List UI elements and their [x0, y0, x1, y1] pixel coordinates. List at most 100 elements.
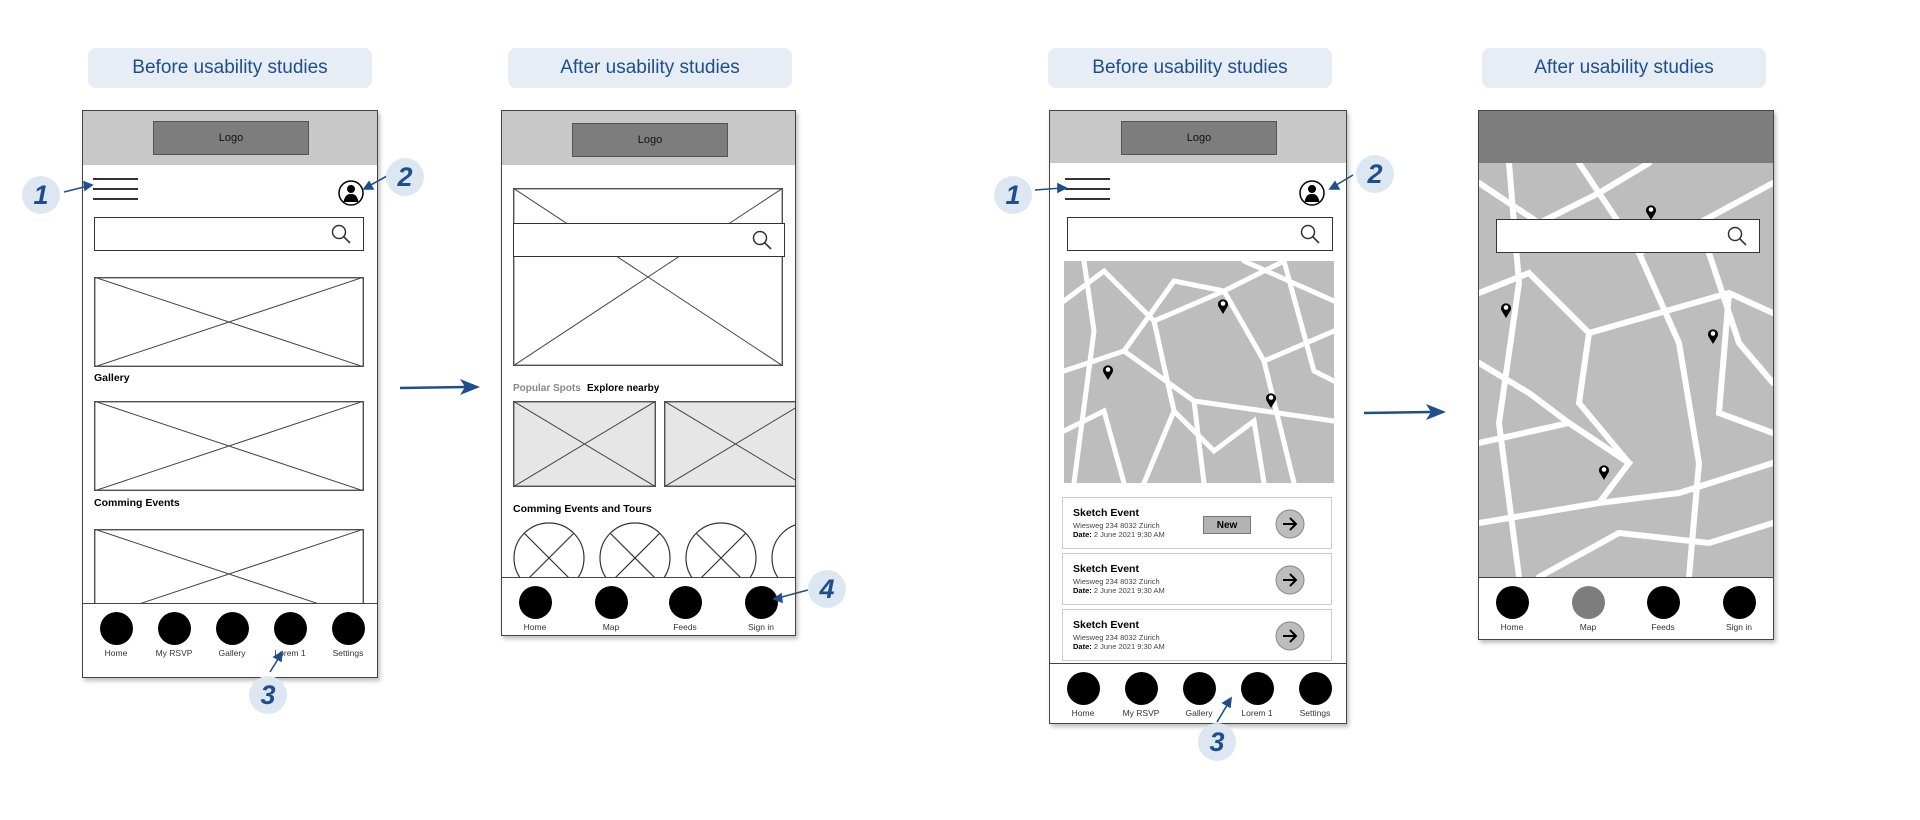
annotation-marker-2: 2 — [1356, 155, 1394, 193]
logo: Logo — [1121, 121, 1277, 155]
hero-image-placeholder — [513, 188, 783, 366]
before-label-1: Before usability studies — [88, 48, 372, 88]
feeds-icon — [668, 586, 702, 619]
sign-in-icon — [1722, 586, 1756, 619]
rsvp-icon — [157, 612, 191, 645]
nav-map[interactable]: Map — [586, 586, 636, 632]
lorem-icon — [1240, 672, 1274, 705]
section-label-gallery: Gallery — [94, 372, 130, 384]
event-title: Sketch Event — [1073, 507, 1139, 519]
map-icon — [594, 586, 628, 619]
new-badge: New — [1203, 516, 1251, 534]
map-view[interactable] — [1064, 261, 1334, 483]
nav-lorem[interactable]: Lorem 1 — [1232, 672, 1282, 718]
search-bar[interactable] — [1496, 219, 1760, 253]
wireframe-before-1: Logo Gallery Comming Events Home My RSVP… — [82, 110, 378, 678]
event-date: Date: 2 June 2021 9:30 AM — [1073, 642, 1165, 651]
annotation-marker-1: 1 — [994, 176, 1032, 214]
spot-card-placeholder[interactable] — [664, 401, 796, 487]
tab-popular-spots[interactable]: Popular Spots — [513, 383, 581, 394]
nav-gallery[interactable]: Gallery — [207, 612, 257, 658]
home-icon — [99, 612, 133, 645]
tab-explore-nearby[interactable]: Explore nearby — [587, 383, 660, 394]
nav-feeds[interactable]: Feeds — [660, 586, 710, 632]
lorem-icon — [273, 612, 307, 645]
settings-icon — [331, 612, 365, 645]
home-icon — [1495, 586, 1529, 619]
feeds-icon — [1646, 586, 1680, 619]
transition-arrow — [1363, 404, 1446, 420]
nav-settings[interactable]: Settings — [1290, 672, 1340, 718]
event-address: Wiesweg 234 8032 Zürich — [1073, 521, 1160, 530]
after-label-2: After usability studies — [1482, 48, 1766, 88]
nav-my-rsvp[interactable]: My RSVP — [149, 612, 199, 658]
search-icon[interactable] — [1298, 222, 1322, 246]
header-band — [1479, 111, 1773, 163]
nav-lorem[interactable]: Lorem 1 — [265, 612, 315, 658]
profile-icon[interactable] — [1299, 180, 1325, 206]
search-icon[interactable] — [750, 228, 774, 252]
event-card[interactable]: Sketch Event Wiesweg 234 8032 Zürich Dat… — [1062, 497, 1332, 549]
event-address: Wiesweg 234 8032 Zürich — [1073, 577, 1160, 586]
logo: Logo — [572, 123, 728, 157]
search-bar[interactable] — [513, 223, 785, 257]
rsvp-icon — [1124, 672, 1158, 705]
section-label-events: Comming Events — [94, 497, 180, 509]
transition-arrow — [399, 379, 480, 395]
bottom-nav: Home Map Feeds Sign in — [1479, 577, 1773, 639]
spot-card-placeholder[interactable] — [513, 401, 656, 487]
nav-my-rsvp[interactable]: My RSVP — [1116, 672, 1166, 718]
search-icon[interactable] — [1725, 224, 1749, 248]
image-placeholder — [94, 401, 364, 491]
event-title: Sketch Event — [1073, 563, 1139, 575]
wireframe-after-2: Home Map Feeds Sign in — [1478, 110, 1774, 640]
arrow-right-icon[interactable] — [1275, 509, 1305, 539]
annotation-marker-1: 1 — [22, 176, 60, 214]
search-icon[interactable] — [329, 222, 353, 246]
event-circle-placeholders — [513, 522, 795, 594]
search-bar[interactable] — [1067, 217, 1333, 251]
nav-settings[interactable]: Settings — [323, 612, 373, 658]
event-card[interactable]: Sketch Event Wiesweg 234 8032 Zürich Dat… — [1062, 553, 1332, 605]
annotation-marker-2: 2 — [386, 158, 424, 196]
settings-icon — [1298, 672, 1332, 705]
event-date: Date: 2 June 2021 9:30 AM — [1073, 530, 1165, 539]
section-label-events-tours: Comming Events and Tours — [513, 503, 652, 515]
bottom-nav: Home My RSVP Gallery Lorem 1 Settings — [83, 603, 377, 677]
bottom-nav: Home Map Feeds Sign in — [502, 577, 795, 635]
nav-feeds[interactable]: Feeds — [1638, 586, 1688, 632]
arrow-right-icon[interactable] — [1275, 621, 1305, 651]
gallery-icon — [215, 612, 249, 645]
home-icon — [518, 586, 552, 619]
nav-map[interactable]: Map — [1563, 586, 1613, 632]
home-icon — [1066, 672, 1100, 705]
bottom-nav: Home My RSVP Gallery Lorem 1 Settings — [1050, 663, 1346, 723]
event-title: Sketch Event — [1073, 619, 1139, 631]
hamburger-menu-icon[interactable] — [1065, 178, 1110, 202]
nav-sign-in[interactable]: Sign in — [736, 586, 786, 632]
sign-in-icon — [744, 586, 778, 619]
event-date: Date: 2 June 2021 9:30 AM — [1073, 586, 1165, 595]
logo: Logo — [153, 121, 309, 155]
profile-icon[interactable] — [338, 180, 364, 206]
event-address: Wiesweg 234 8032 Zürich — [1073, 633, 1160, 642]
image-placeholder — [94, 277, 364, 367]
wireframe-before-2: Logo Sketch Event Wiesweg 234 8032 Züric… — [1049, 110, 1347, 724]
nav-home[interactable]: Home — [510, 586, 560, 632]
annotation-marker-3: 3 — [249, 676, 287, 714]
search-bar[interactable] — [94, 217, 364, 251]
after-label-1: After usability studies — [508, 48, 792, 88]
nav-sign-in[interactable]: Sign in — [1714, 586, 1764, 632]
before-label-2: Before usability studies — [1048, 48, 1332, 88]
wireframe-after-1: Logo Popular Spots Explore nearby Commin… — [501, 110, 796, 636]
nav-home[interactable]: Home — [1058, 672, 1108, 718]
arrow-right-icon[interactable] — [1275, 565, 1305, 595]
gallery-icon — [1182, 672, 1216, 705]
nav-gallery[interactable]: Gallery — [1174, 672, 1224, 718]
annotation-marker-3: 3 — [1198, 723, 1236, 761]
annotation-marker-4: 4 — [808, 570, 846, 608]
nav-home[interactable]: Home — [1487, 586, 1537, 632]
nav-home[interactable]: Home — [91, 612, 141, 658]
event-card[interactable]: Sketch Event Wiesweg 234 8032 Zürich Dat… — [1062, 609, 1332, 661]
hamburger-menu-icon[interactable] — [93, 178, 138, 202]
